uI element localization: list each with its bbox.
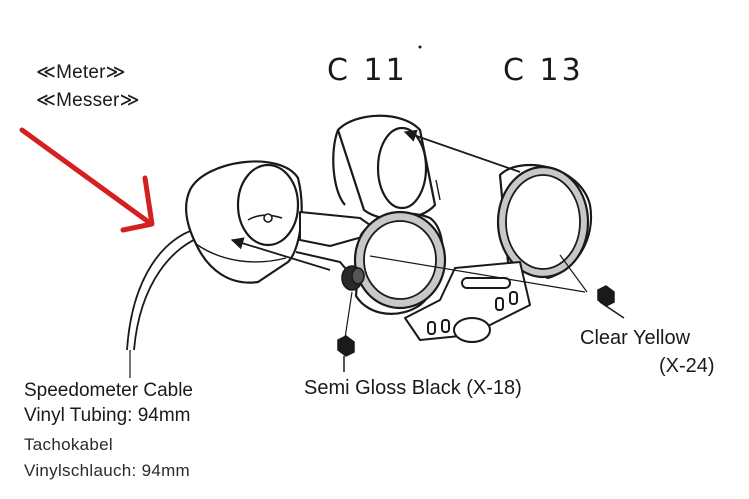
- speedometer-cable: [126, 228, 204, 378]
- artifact-dot: [418, 45, 422, 49]
- part-label-c11: C 11: [327, 53, 408, 88]
- adjust-knob: [341, 265, 365, 291]
- cable-tubing-de: Vinylschlauch: 94mm: [24, 461, 191, 480]
- tube-c11: [332, 114, 441, 221]
- paint-label-clear-yellow: Clear Yellow: [580, 327, 691, 349]
- cable-label-en: Speedometer Cable: [24, 380, 193, 401]
- meter-housing-left: [185, 160, 303, 284]
- section-title-en: ≪Meter≫: [36, 62, 126, 83]
- paint-label-semi-gloss-black: Semi Gloss Black (X-18): [304, 377, 522, 399]
- section-title-de: ≪Messer≫: [36, 90, 140, 111]
- cable-tubing-en: Vinyl Tubing: 94mm: [24, 405, 191, 426]
- mounting-bracket: [404, 261, 531, 343]
- cable-label-de: Tachokabel: [24, 435, 114, 454]
- meter-cup-front: [353, 210, 447, 315]
- paint-bottle-icon: [337, 335, 355, 372]
- red-pointer-arrow-icon: [19, 127, 155, 233]
- part-label-c13: C 13: [503, 53, 584, 88]
- paint-code-clear-yellow: (X-24): [659, 355, 715, 377]
- assembly-arrows: [230, 129, 521, 271]
- paint-bottle-icon: [597, 285, 625, 319]
- leader-lines: [344, 254, 588, 339]
- tube-c13: [496, 163, 593, 280]
